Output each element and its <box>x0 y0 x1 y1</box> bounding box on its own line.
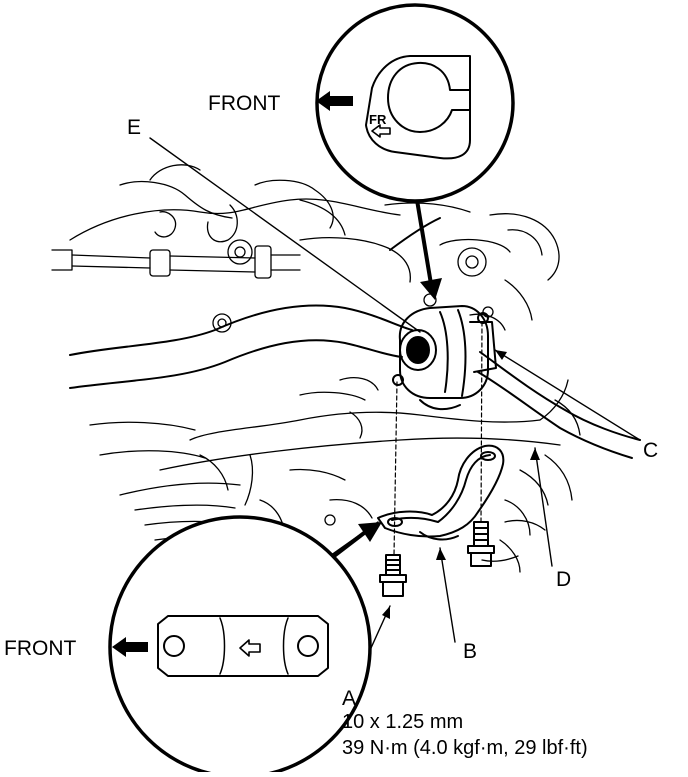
front-arrow-icon-top <box>316 91 353 111</box>
fr-mark-label: FR <box>369 112 387 127</box>
front-arrow-icon-bottom <box>112 637 148 657</box>
torque-spec: 39 N·m (4.0 kgf·m, 29 lbf·ft) <box>342 737 588 759</box>
label-c: C <box>643 439 658 462</box>
bottom-detail-callout <box>108 515 372 777</box>
front-label-top: FRONT <box>208 92 280 115</box>
front-label-bottom: FRONT <box>4 637 76 660</box>
label-e: E <box>127 116 141 139</box>
bolt-size-spec: 10 x 1.25 mm <box>342 711 463 733</box>
bushing <box>392 305 497 411</box>
bushing-holder <box>377 444 505 541</box>
flange-bolt-left <box>379 554 407 597</box>
callout-arrows <box>298 186 442 584</box>
holder-direction-arrow-icon <box>239 639 261 657</box>
flange-bolt-right <box>467 521 495 567</box>
fr-direction-arrow-icon <box>371 124 391 138</box>
stabilizer-bar <box>69 217 641 459</box>
label-a: A <box>342 687 356 710</box>
label-b: B <box>463 640 477 663</box>
top-detail-callout <box>315 3 515 203</box>
leader-arrowheads <box>382 350 540 619</box>
subframe-background <box>51 164 581 573</box>
label-d: D <box>556 568 571 591</box>
alignment-lines <box>393 321 483 556</box>
